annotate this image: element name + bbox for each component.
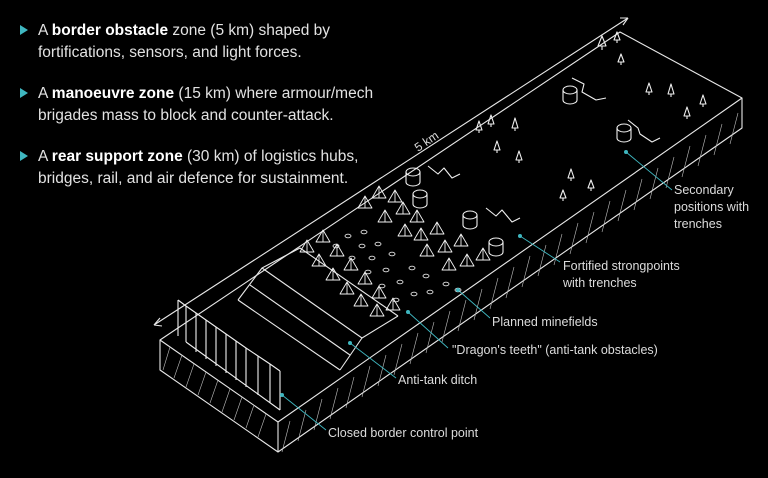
label-fortified-line1: Fortified strongpoints — [563, 259, 680, 273]
zone-name: manoeuvre zone — [51, 85, 175, 102]
label-minefields: Planned minefields — [492, 315, 598, 329]
label-secondary-line3: trenches — [674, 217, 722, 231]
dragons-teeth — [299, 185, 491, 317]
zone-description-list: A border obstacle zone (5 km) shaped by … — [20, 20, 390, 209]
dimension-line — [153, 17, 629, 327]
strongpoint-icon — [412, 189, 428, 209]
label-dragons-teeth: "Dragon's teeth" (anti-tank obstacles) — [452, 343, 658, 357]
strongpoint-icon — [462, 207, 521, 230]
strongpoint-icon — [562, 77, 607, 105]
slab-sides — [159, 98, 743, 453]
bullet-manoeuvre: A manoeuvre zone (15 km) where armour/me… — [20, 83, 390, 127]
bullet-border-obstacle: A border obstacle zone (5 km) shaped by … — [20, 20, 390, 64]
minefield-dots — [332, 229, 462, 303]
side-hatching — [162, 112, 739, 453]
strongpoint-icon — [488, 237, 504, 257]
strongpoint-icon — [405, 165, 461, 187]
bullet-rear-support: A rear support zone (30 km) of logistics… — [20, 146, 390, 190]
label-anti-tank-ditch: Anti-tank ditch — [398, 373, 477, 387]
dimension-label: 5 km — [412, 128, 441, 154]
leader-lines — [281, 151, 673, 431]
strongpoints — [405, 77, 661, 257]
border-control-point — [177, 299, 281, 411]
slab-top — [159, 31, 743, 423]
zone-name: border obstacle — [51, 22, 169, 39]
triangle-bullet-icon — [20, 88, 28, 98]
tree-icons — [475, 31, 707, 201]
strongpoint-icon — [616, 119, 661, 143]
label-secondary-line1: Secondary — [674, 183, 735, 197]
label-fortified-line2: with trenches — [562, 276, 637, 290]
leader-endpoints — [280, 150, 628, 397]
zone-name: rear support zone — [51, 148, 183, 165]
anti-tank-ditch — [237, 247, 399, 371]
label-secondary-line2: positions with — [674, 200, 749, 214]
triangle-bullet-icon — [20, 25, 28, 35]
label-border-control: Closed border control point — [328, 426, 479, 440]
triangle-bullet-icon — [20, 151, 28, 161]
